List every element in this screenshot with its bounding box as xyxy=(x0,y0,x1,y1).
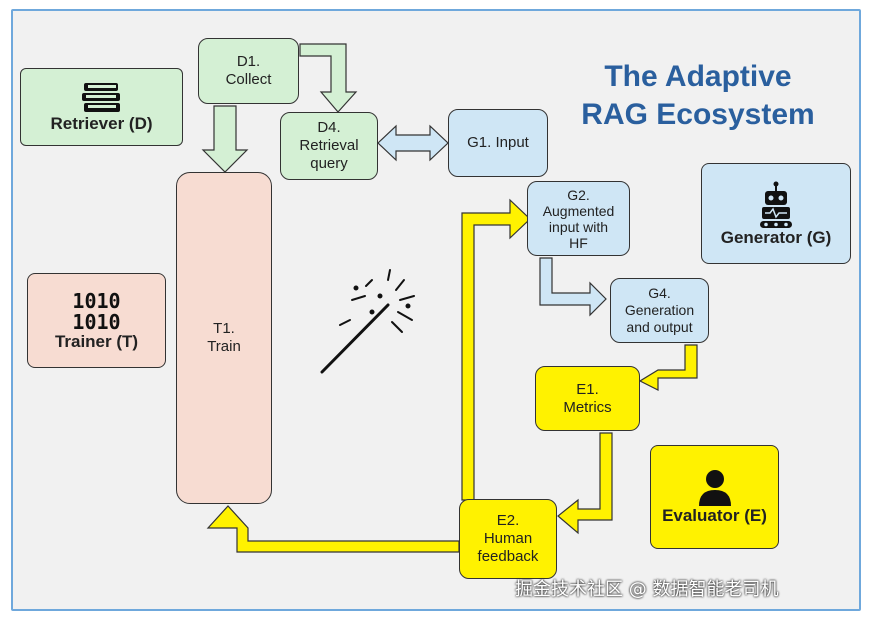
d4-label-1: Retrieval xyxy=(299,137,359,154)
magic-wand-icon xyxy=(320,269,415,374)
g2-label-3: HF xyxy=(569,234,588,251)
trainer-label: Trainer (T) xyxy=(54,331,139,351)
arrow-g2-to-g4 xyxy=(539,257,607,317)
node-e2-human-feedback: E2. Human feedback xyxy=(459,499,557,579)
arrow-e2-to-t1 xyxy=(206,505,460,553)
node-t1-train: T1. Train xyxy=(176,172,272,504)
node-d1-collect: D1. Collect xyxy=(198,38,299,104)
retriever-box: Retriever (D) xyxy=(20,68,183,146)
g4-label-2: and output xyxy=(626,319,693,335)
generator-box: Generator (G) xyxy=(701,163,851,264)
retriever-label: Retriever (D) xyxy=(50,114,153,133)
node-g4-generation-output: G4. Generation and output xyxy=(610,278,709,343)
arrow-d1-to-d4 xyxy=(299,43,358,113)
trainer-box: 1010 1010 Trainer (T) xyxy=(27,273,166,368)
e1-id: E1. xyxy=(576,380,599,398)
evaluator-box: Evaluator (E) xyxy=(650,445,779,549)
arrow-d4-g1-bidirectional xyxy=(377,124,449,162)
d4-id: D4. xyxy=(317,119,341,136)
arrow-d1-to-t1 xyxy=(201,105,249,173)
g2-label-1: Augmented xyxy=(542,202,615,219)
d4-label-2: query xyxy=(310,155,348,172)
g4-label-1: Generation xyxy=(624,302,695,318)
arrow-g4-to-e1 xyxy=(638,344,698,391)
books-icon xyxy=(81,83,120,112)
t1-id: T1. xyxy=(213,320,235,337)
d1-label: Collect xyxy=(225,71,272,88)
binary-line-1: 1010 xyxy=(72,288,121,313)
binary-line-2: 1010 xyxy=(72,309,121,334)
arrow-e2-to-g2 xyxy=(461,198,531,501)
d1-id: D1. xyxy=(236,53,261,70)
e1-label: Metrics xyxy=(563,398,612,416)
binary-icon: 1010 1010 xyxy=(72,288,121,334)
generator-label: Generator (G) xyxy=(720,227,832,247)
arrow-e1-to-e2 xyxy=(557,432,613,535)
g2-label-2: input with xyxy=(548,218,609,235)
node-e1-metrics: E1. Metrics xyxy=(535,366,640,431)
g2-id: G2. xyxy=(567,186,590,203)
t1-label: Train xyxy=(207,338,241,355)
title-line-1: The Adaptive xyxy=(604,60,792,93)
person-icon xyxy=(698,470,731,506)
g4-id: G4. xyxy=(648,285,671,301)
title-line-2: RAG Ecosystem xyxy=(581,98,815,131)
watermark: 掘金技术社区 @ 数据智能老司机 xyxy=(515,579,779,600)
g1-label: G1. Input xyxy=(467,134,529,151)
node-d4-retrieval-query: D4. Retrieval query xyxy=(280,112,378,180)
e2-id: E2. xyxy=(496,512,520,529)
diagram-title: The Adaptive RAG Ecosystem xyxy=(548,58,848,134)
e2-label-2: feedback xyxy=(477,548,539,565)
node-g1-input: G1. Input xyxy=(448,109,548,177)
e2-label-1: Human xyxy=(483,530,533,547)
evaluator-label: Evaluator (E) xyxy=(662,506,767,525)
node-g2-augmented-input: G2. Augmented input with HF xyxy=(527,181,630,256)
robot-icon xyxy=(760,181,792,228)
